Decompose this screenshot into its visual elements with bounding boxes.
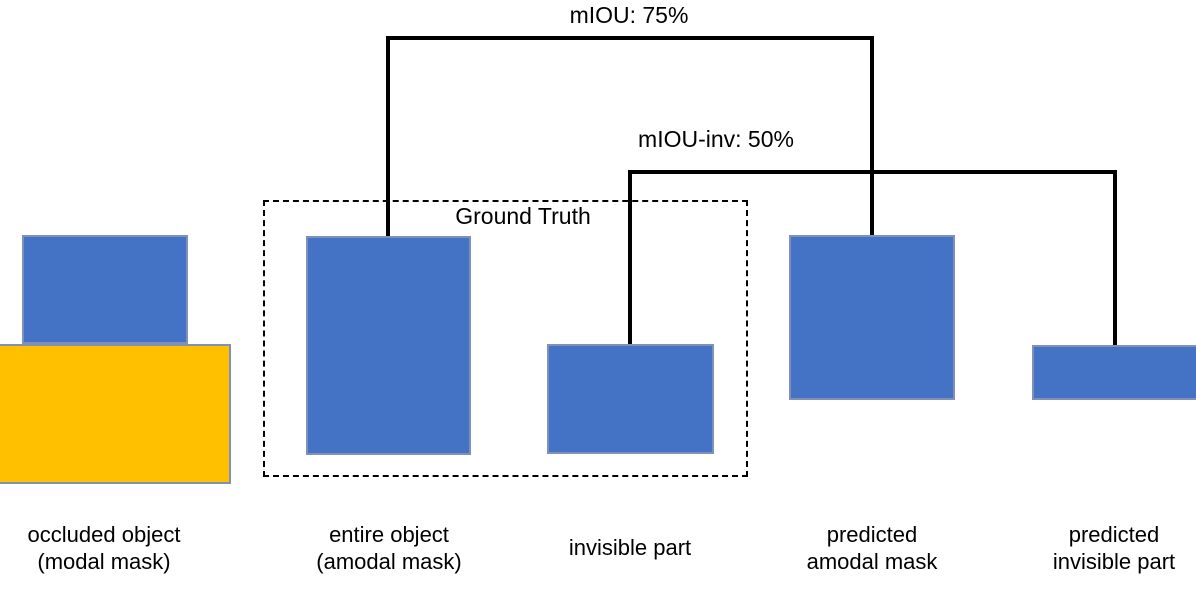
occluder-modal-mask [0,344,231,484]
caption-line: occluded object [27,522,181,547]
predicted-invisible-part-mask [1032,345,1196,400]
caption-predicted-amodal-mask: predicted amodal mask [807,521,938,575]
invisible-part-mask [547,344,714,454]
occluded-object-visible-mask [22,235,188,344]
miou-inv-bracket-horizontal-line [628,170,1117,174]
caption-line: entire object [329,522,449,547]
miou-bracket-horizontal-line [386,36,874,40]
predicted-amodal-mask [789,235,955,400]
caption-line: amodal mask [806,549,938,574]
caption-invisible-part: invisible part [569,534,691,561]
entire-object-mask [306,236,471,455]
miou-inv-label: mIOU-inv: 50% [638,126,794,152]
caption-line: (amodal mask) [316,549,462,574]
caption-line: predicted [1068,522,1160,547]
caption-line: predicted [826,522,918,547]
miou-bracket-right-vertical-line [870,36,874,237]
ground-truth-box [263,200,748,477]
caption-occluded-object: occluded object (modal mask) [28,521,181,575]
caption-line: (modal mask) [37,549,171,574]
miou-bracket-left-vertical-line [386,36,390,238]
caption-line: invisible part [568,535,692,560]
miou-inv-bracket-right-vertical-line [1113,170,1117,347]
miou-inv-bracket-left-vertical-line [628,170,632,346]
ground-truth-label: Ground Truth [455,203,591,229]
caption-entire-object: entire object (amodal mask) [316,521,461,575]
miou-label: mIOU: 75% [569,2,689,28]
caption-line: invisible part [1052,549,1176,574]
caption-predicted-invisible-part: predicted invisible part [1053,521,1175,575]
